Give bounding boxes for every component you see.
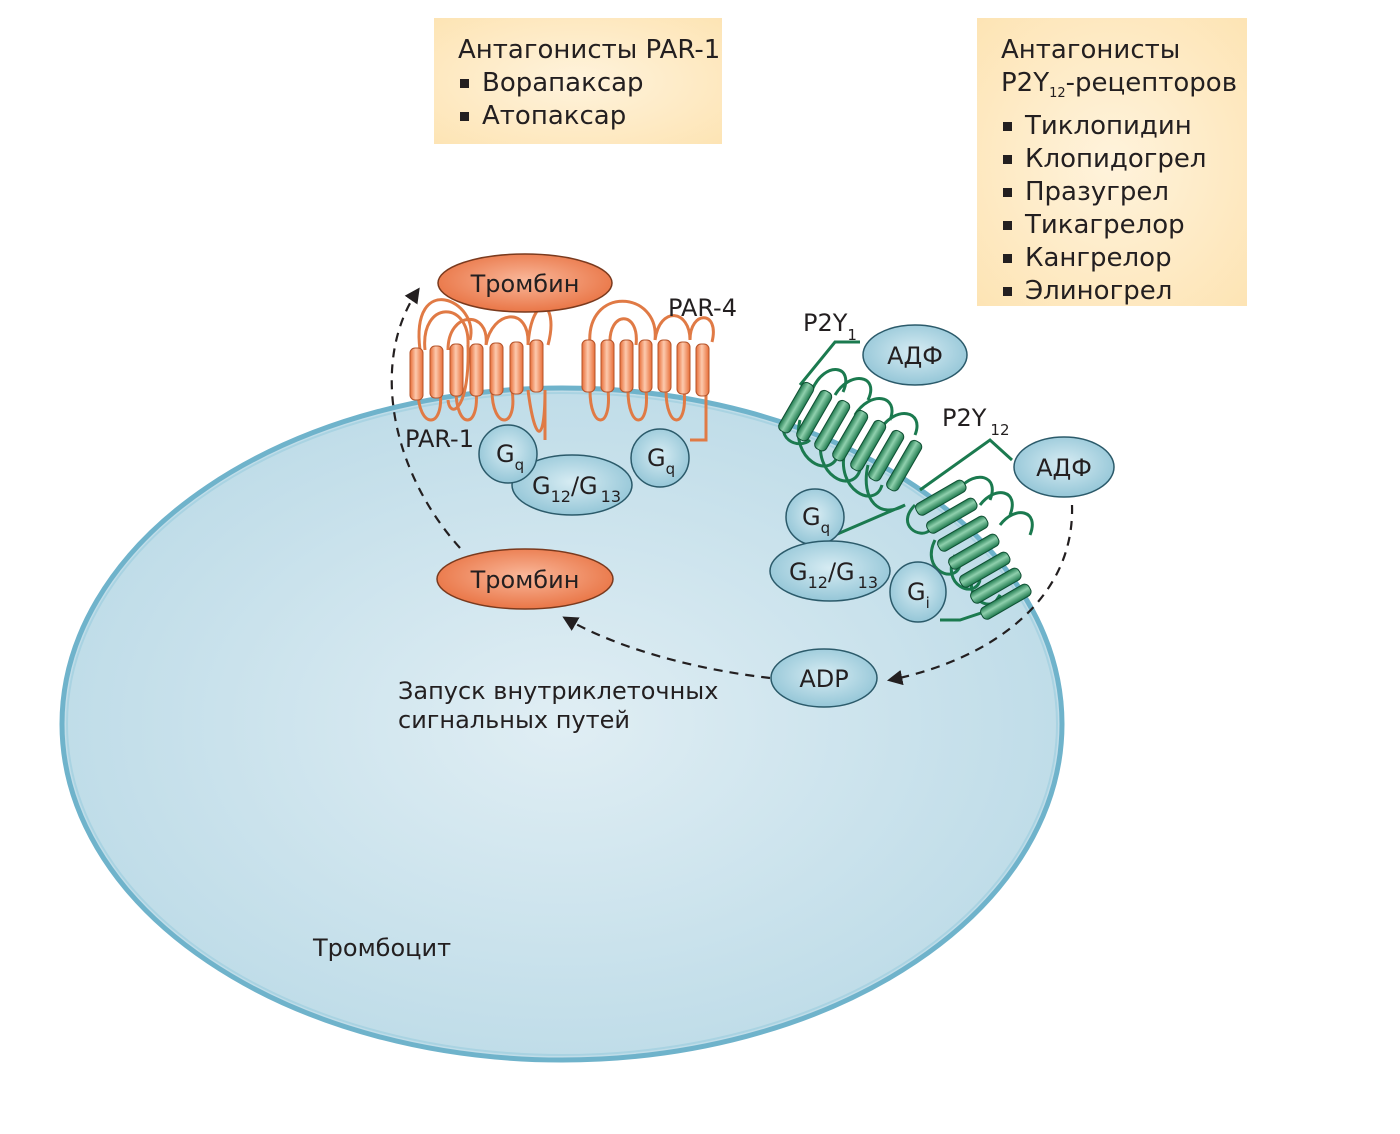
p2y1-label-main: P2Y	[803, 309, 848, 337]
g-label: G	[496, 440, 515, 468]
list-item: Элиногрел	[1001, 275, 1247, 308]
par1-label: PAR-1	[405, 425, 474, 453]
p2y12-label-sub: 12	[990, 421, 1009, 439]
p2y12-antagonists-title-line2: P2Y12-рецепторов	[1001, 67, 1247, 110]
adf-label: АДФ	[1036, 454, 1092, 482]
p2y12-helices	[915, 479, 1032, 620]
p2y12-label-main: P2Y	[942, 404, 987, 432]
gq-protein-p2y1: Gq	[785, 488, 845, 546]
g-label: G	[532, 472, 551, 500]
arrow-adf-to-adp	[886, 504, 1074, 686]
par4-label: PAR-4	[668, 294, 737, 322]
p2y12-antagonists-title-line1: Антагонисты	[1001, 35, 1181, 65]
g-label: /G	[828, 558, 855, 586]
g-label: /G	[571, 472, 598, 500]
gi-protein-p2y12: Gi	[889, 561, 947, 623]
title-text: P2Y	[1001, 68, 1050, 98]
par1-antagonists-title: Антагонисты PAR-1	[458, 35, 721, 65]
adf-label: АДФ	[887, 342, 943, 370]
g-label: G	[907, 578, 926, 606]
g-sub: 13	[601, 487, 621, 506]
list-item: Ворапаксар	[458, 67, 722, 100]
p2y1-label: P2Y1	[803, 309, 857, 344]
p2y1-helices	[778, 381, 923, 492]
list-item: Кангрелор	[1001, 242, 1247, 275]
gq-protein-par4: Gq	[630, 428, 690, 488]
svg-text:Gi: Gi	[907, 578, 930, 612]
par1-antagonists-box: Антагонисты PAR-1 Ворапаксар Атопаксар	[434, 18, 722, 144]
adp-label: ADP	[799, 665, 848, 693]
title-text: -рецепторов	[1065, 68, 1238, 98]
list-item: Атопаксар	[458, 100, 722, 133]
signaling-label-line2: сигнальных путей	[398, 706, 630, 734]
signaling-label-line1: Запуск внутриклеточных	[398, 677, 718, 705]
cell-membrane-inner	[66, 392, 1058, 1056]
adf-ligand-p2y1: АДФ	[862, 324, 968, 386]
p2y1-label-sub: 1	[847, 326, 857, 344]
gq-protein-par1: Gq	[478, 424, 538, 484]
svg-text:G12/G13: G12/G13	[789, 558, 878, 592]
par1-receptor	[416, 298, 553, 440]
thrombin-intracellular: Тромбин	[436, 548, 614, 610]
list-item: Празугрел	[1001, 176, 1247, 209]
p2y12-antagonists-box: Антагонисты P2Y12-рецепторов Тиклопидин …	[977, 18, 1247, 306]
thrombin-label: Тромбин	[470, 566, 580, 594]
arrow-thrombin-to-par	[390, 287, 461, 549]
list-item: Тикагрелор	[1001, 209, 1247, 242]
g-label: G	[802, 503, 821, 531]
g-sub: q	[821, 519, 831, 537]
adp-node: ADP	[770, 648, 878, 708]
g-label: G	[789, 558, 808, 586]
svg-text:G12/G13: G12/G13	[532, 472, 621, 506]
list-item: Тиклопидин	[1001, 110, 1247, 143]
g-label: G	[647, 444, 666, 472]
g-sub: i	[926, 594, 930, 612]
svg-text:Gq: Gq	[647, 444, 675, 478]
adf-ligand-p2y12: АДФ	[1013, 436, 1115, 498]
thrombin-extracellular: Тромбин	[437, 253, 613, 313]
g-sub: q	[666, 460, 676, 478]
g-sub: 13	[858, 573, 878, 592]
list-item: Клопидогрел	[1001, 143, 1247, 176]
par4-helices	[581, 339, 710, 397]
svg-text:Gq: Gq	[802, 503, 830, 537]
par1-antagonists-list: Ворапаксар Атопаксар	[458, 67, 722, 133]
g-sub: 12	[551, 487, 571, 506]
par1-helices	[409, 339, 544, 401]
g-sub: q	[515, 456, 525, 474]
p2y1-receptor	[781, 340, 919, 537]
thrombin-label: Тромбин	[470, 270, 580, 298]
svg-text:Gq: Gq	[496, 440, 524, 474]
par4-receptor	[588, 299, 715, 442]
title-subscript: 12	[1049, 86, 1066, 102]
p2y12-antagonists-list: Тиклопидин Клопидогрел Празугрел Тикагре…	[1001, 110, 1247, 308]
cell-label: Тромбоцит	[312, 934, 451, 962]
g-sub: 12	[808, 573, 828, 592]
